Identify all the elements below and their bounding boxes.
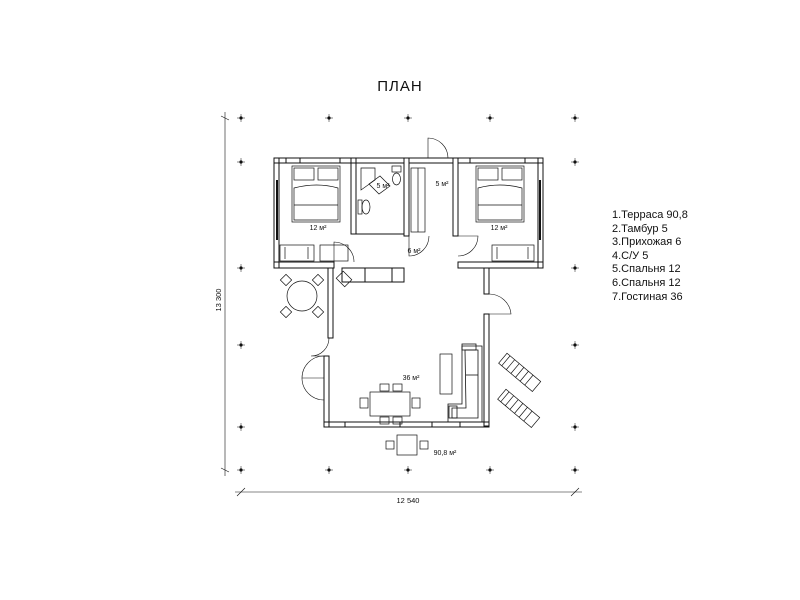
doors	[301, 137, 512, 401]
area-label-hallway: 6 м²	[408, 248, 422, 255]
legend-item: 4.С/У 5	[612, 249, 649, 262]
sun-loungers	[497, 352, 542, 428]
width-dimension-label: 12 540	[397, 496, 420, 505]
area-label-terrace: 90,8 м²	[434, 450, 457, 457]
vestibule-wardrobe	[410, 167, 426, 233]
legend-item: 2.Тамбур 5	[612, 222, 668, 235]
round-table-set	[279, 270, 353, 319]
area-label-bathroom: 5 м²	[377, 183, 391, 190]
tv-cabinet	[439, 353, 453, 395]
bed-right	[475, 165, 535, 262]
terrace-table	[385, 434, 429, 456]
dimension-lines	[220, 112, 582, 497]
height-dimension-label: 13 300	[214, 289, 223, 312]
walls	[273, 157, 544, 428]
column-markers	[236, 113, 580, 475]
room-legend: 1.Терраса 90,8 2.Тамбур 5 3.Прихожая 6 4…	[612, 209, 688, 304]
area-label-vestibule: 5 м²	[436, 181, 450, 188]
area-label-living: 36 м²	[403, 375, 421, 382]
legend-item: 6.Спальня 12	[612, 276, 681, 289]
area-label-bedroom-right: 12 м²	[491, 225, 509, 232]
legend-item: 3.Прихожая 6	[612, 236, 682, 249]
corner-sofa	[447, 343, 483, 423]
bed-left	[279, 165, 349, 262]
plan-title: ПЛАН	[377, 78, 423, 95]
area-label-bedroom-left: 12 м²	[310, 225, 328, 232]
legend-item: 5.Спальня 12	[612, 263, 681, 276]
legend-item: 7.Гостиная 36	[612, 290, 683, 303]
legend-item: 1.Терраса 90,8	[612, 209, 688, 221]
dining-table	[359, 383, 421, 425]
bathroom-fixtures	[357, 165, 402, 215]
